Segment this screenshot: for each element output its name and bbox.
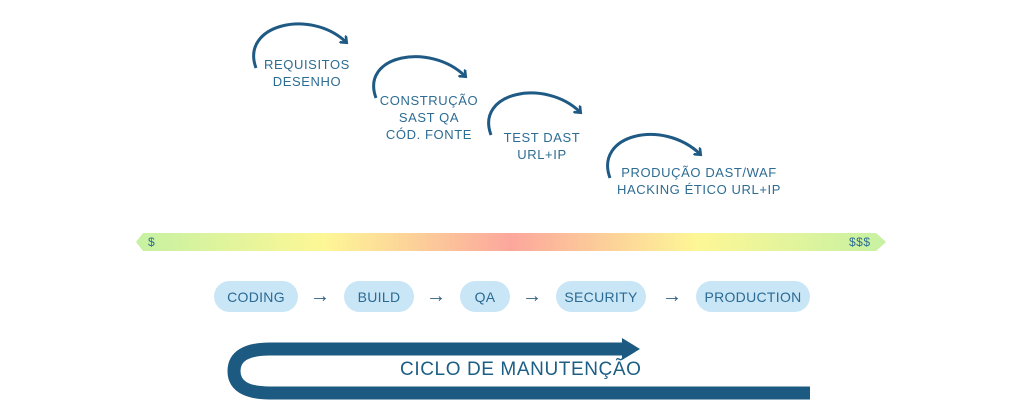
curved-arrow-icon — [606, 132, 700, 179]
stage-construcao: CONSTRUÇÃO SAST QA CÓD. FONTE — [372, 92, 486, 143]
pipeline-step-build: BUILD — [344, 281, 414, 312]
flow-arrow-icon: → — [662, 285, 682, 307]
stage-line: SAST QA — [398, 110, 460, 125]
flow-arrow-icon: → — [522, 285, 542, 307]
stage-requisitos: REQUISITOS DESENHO — [255, 56, 359, 90]
pipeline-step-coding: CODING — [214, 281, 298, 312]
stage-test: TEST DAST URL+IP — [492, 129, 592, 163]
stage-line: REQUISITOS — [264, 57, 350, 72]
stage-line: TEST DAST — [503, 130, 581, 145]
cost-high-label: $$$ — [849, 235, 871, 249]
stage-line: CÓD. FONTE — [385, 127, 473, 142]
stage-producao: PRODUÇÃO DAST/WAF HACKING ÉTICO URL+IP — [608, 164, 790, 198]
cycle-label: CICLO DE MANUTENÇÃO — [400, 359, 642, 380]
curved-arrow-icon — [372, 55, 465, 99]
flow-arrow-icon: → — [310, 285, 330, 307]
pipeline-step-qa: QA — [460, 281, 510, 312]
stage-line: HACKING ÉTICO URL+IP — [616, 182, 782, 197]
pipeline-step-production: PRODUCTION — [696, 281, 810, 312]
flow-arrow-icon: → — [426, 285, 446, 307]
stage-line: CONSTRUÇÃO — [379, 93, 479, 108]
stage-line: PRODUÇÃO DAST/WAF — [621, 165, 777, 180]
stage-line: URL+IP — [517, 147, 567, 162]
pipeline-step-security: SECURITY — [556, 281, 646, 312]
curved-arrow-icon — [252, 22, 346, 69]
cost-low-label: $ — [148, 235, 156, 249]
stage-line: DESENHO — [272, 74, 342, 89]
curved-arrow-icon — [487, 91, 580, 136]
